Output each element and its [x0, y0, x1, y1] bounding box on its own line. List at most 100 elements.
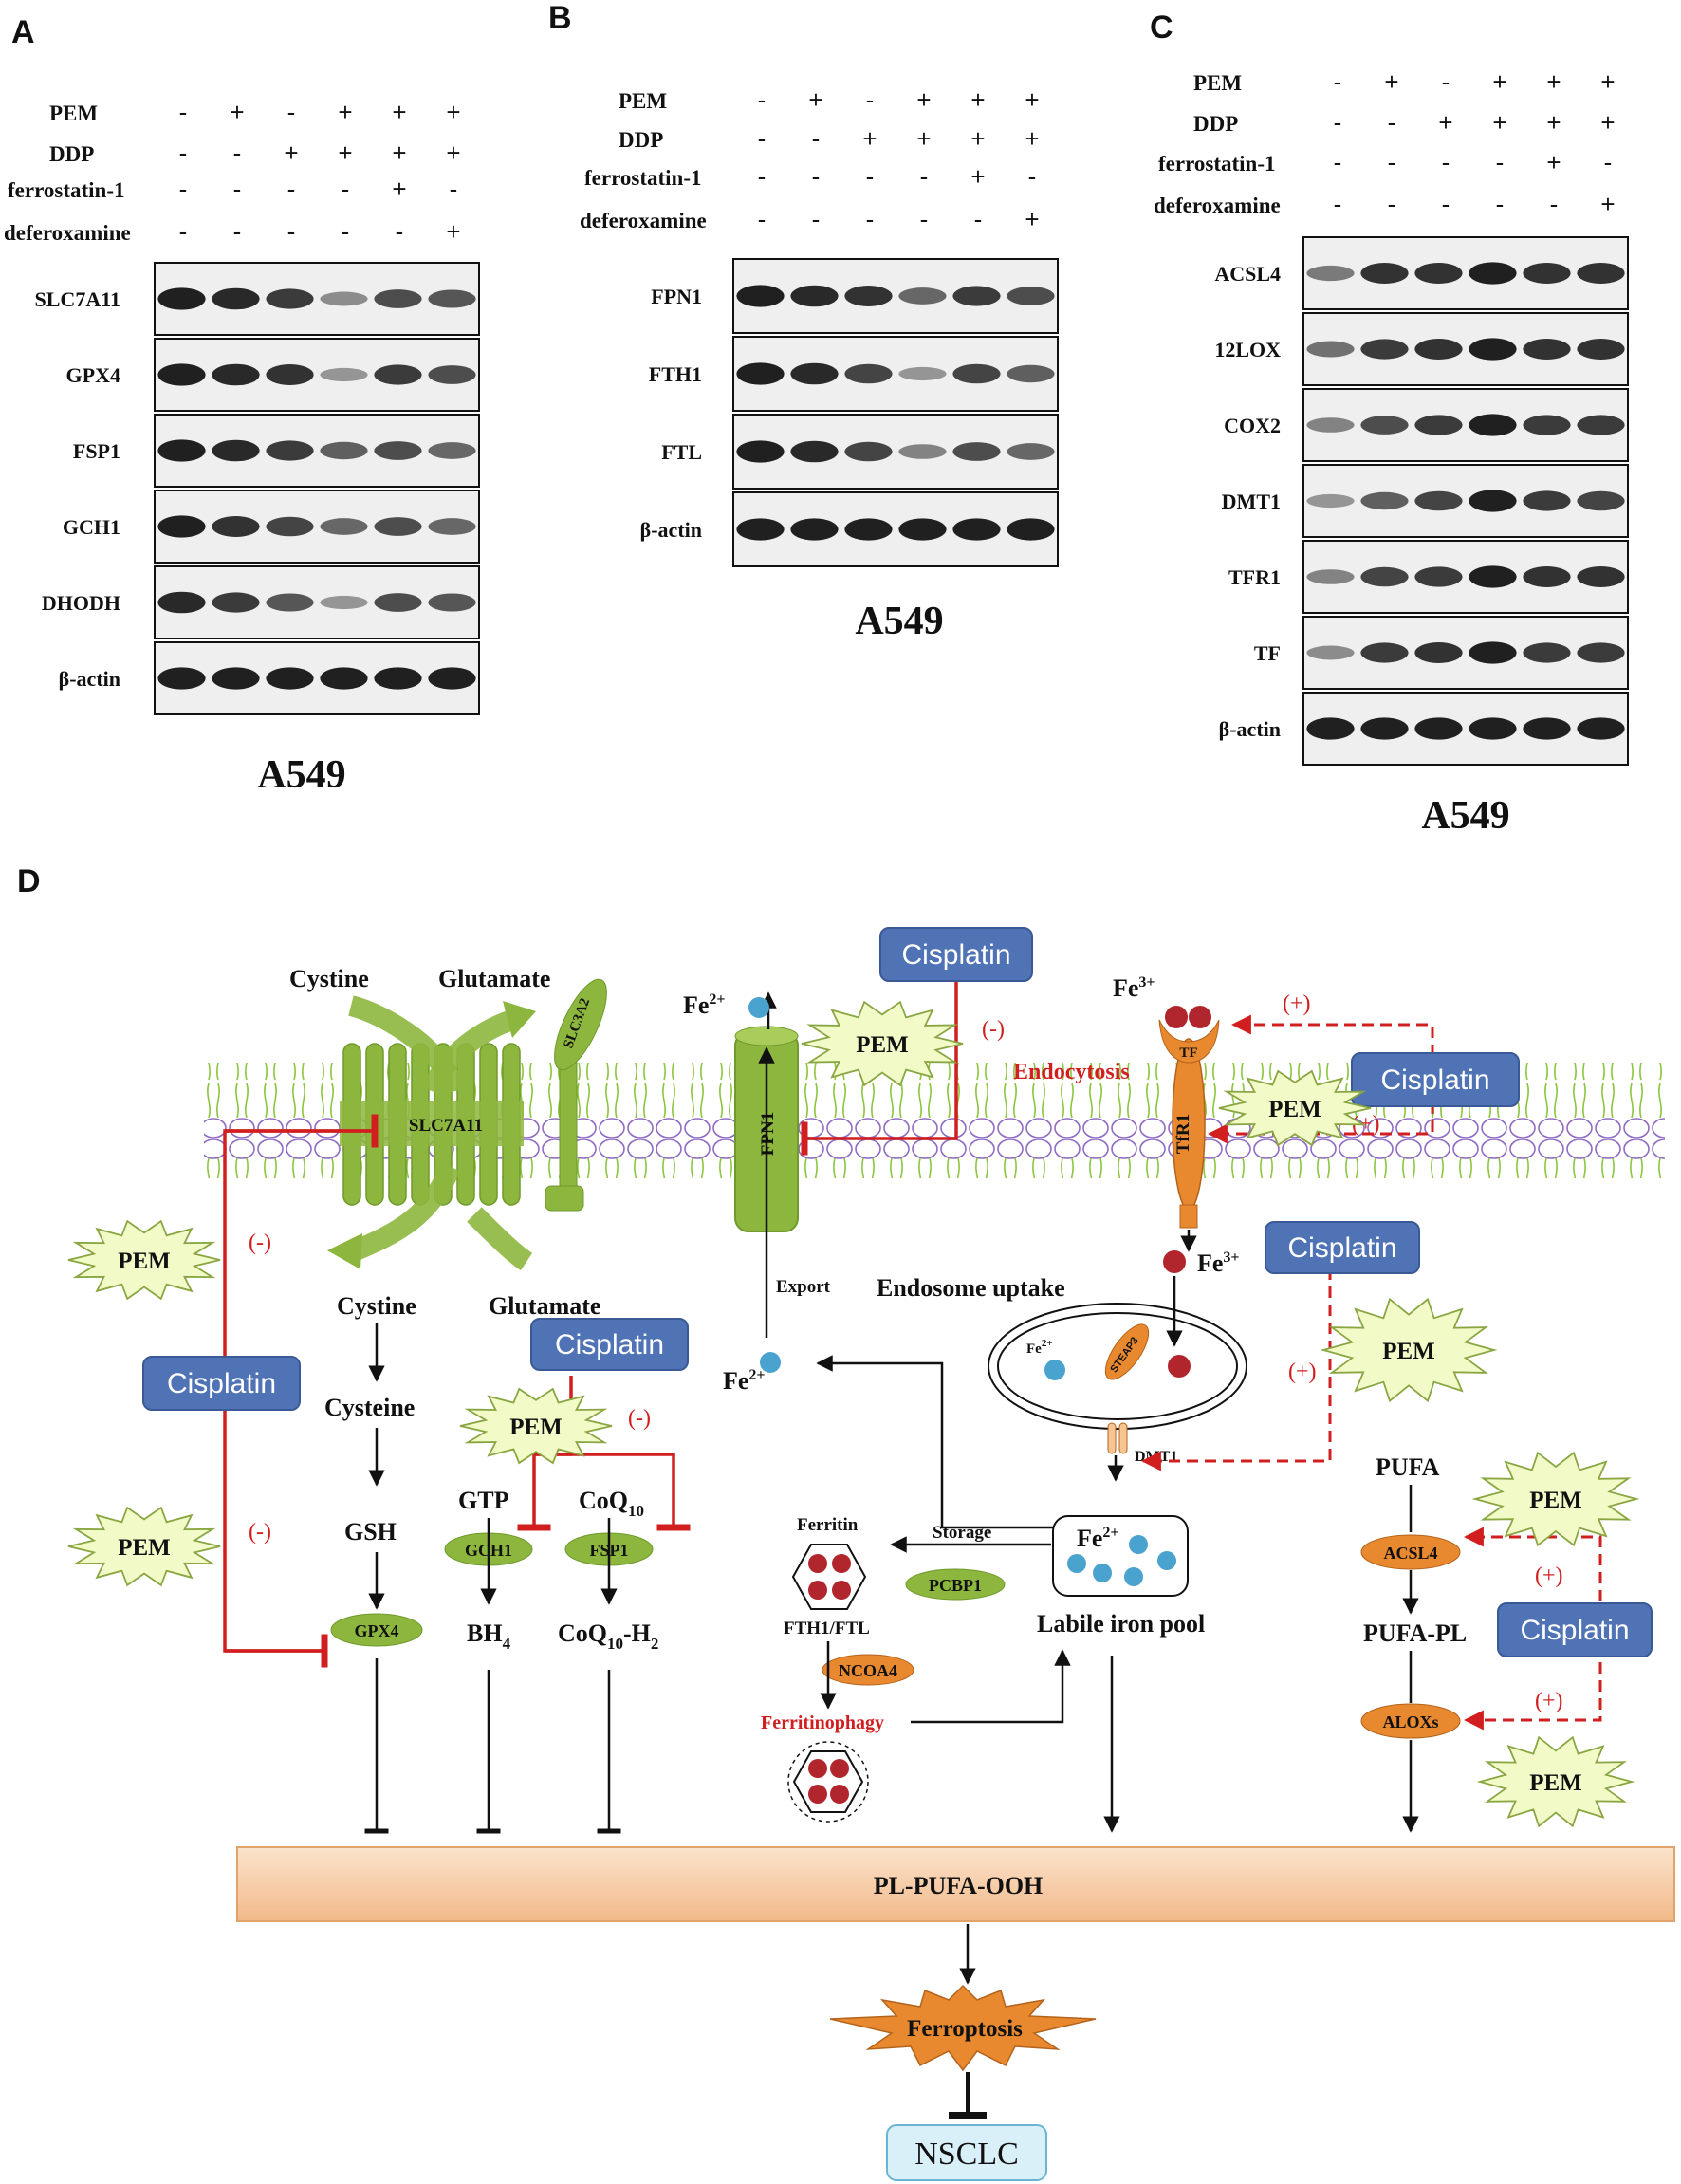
- blot-strip: [1302, 236, 1629, 310]
- treatment-sign: +: [338, 139, 352, 167]
- blot-band: [1469, 414, 1517, 436]
- pcbp1-protein: [905, 1568, 1006, 1601]
- treatment-sign: +: [1546, 67, 1561, 96]
- blot-strip: [1302, 388, 1629, 462]
- pem-label: PEM: [856, 1032, 909, 1058]
- ferritin-label: Ferritin: [797, 1515, 859, 1535]
- blot-band: [374, 667, 422, 690]
- blot-band: [1306, 417, 1355, 433]
- blot-band: [320, 441, 368, 460]
- bh4-label: BH4: [467, 1619, 511, 1653]
- blot-band: [1360, 566, 1409, 587]
- treatment-sign: -: [920, 205, 929, 233]
- blot-band: [266, 667, 314, 690]
- plus-label-aloxs: (+): [1535, 1689, 1563, 1713]
- treatment-sign: -: [287, 98, 296, 126]
- treatment-sign: +: [1546, 108, 1561, 137]
- blot-band: [157, 287, 206, 310]
- blot-strip: [732, 336, 1059, 412]
- cisplatin-box: [1265, 1221, 1420, 1274]
- blot-band: [374, 517, 422, 536]
- blot-band: [1469, 490, 1517, 512]
- blot-band: [1414, 490, 1463, 511]
- panel-a: APEM-+-+++DDP--++++ferrostatin-1----+-de…: [4, 14, 480, 797]
- blot-band: [320, 518, 368, 535]
- pufa-pl-label: PUFA-PL: [1363, 1619, 1467, 1647]
- blot-strip: [1302, 540, 1629, 614]
- treatment-sign: -: [920, 162, 929, 191]
- treatment-sign: -: [974, 205, 983, 233]
- blot-strip: [154, 565, 480, 639]
- endosome-uptake-label: Endosome uptake: [877, 1274, 1065, 1302]
- treatment-sign: -: [1388, 148, 1396, 176]
- blot-band: [374, 364, 422, 385]
- blot-band: [952, 442, 1001, 461]
- blot-label: 12LOX: [1214, 338, 1281, 361]
- fe2-ion-export: [760, 1352, 781, 1373]
- blot-band: [320, 291, 368, 306]
- pem-label: PEM: [1382, 1339, 1435, 1364]
- panel-letter-a: A: [11, 14, 35, 50]
- blot-band: [1577, 490, 1625, 511]
- export-label: Export: [776, 1277, 831, 1297]
- blot-band: [374, 289, 422, 308]
- blot-band: [736, 518, 785, 541]
- blot-band: [1523, 490, 1571, 511]
- gtp-label: GTP: [458, 1487, 509, 1514]
- blot-band: [844, 518, 893, 541]
- blot-band: [1414, 717, 1463, 740]
- treatment-label: PEM: [49, 102, 98, 125]
- blot-band: [790, 440, 839, 463]
- blot-band: [1577, 642, 1625, 663]
- slc7a11-transporter: SLC7A11 SLC3A2: [327, 978, 607, 1271]
- treatment-sign: +: [1025, 205, 1039, 233]
- treatment-sign: -: [233, 217, 242, 246]
- blot-band: [952, 286, 1001, 306]
- cell-line-label: A549: [1421, 794, 1509, 838]
- blot-band: [212, 363, 260, 386]
- blot-band: [736, 285, 785, 307]
- treatment-sign: +: [1492, 67, 1506, 96]
- blot-band: [1360, 717, 1409, 740]
- treatment-sign: -: [812, 205, 821, 233]
- acsl4-protein: [1360, 1534, 1461, 1570]
- blot-label: GCH1: [63, 515, 120, 539]
- cisplatin-acsl4-activation: [1463, 1527, 1602, 1601]
- treatment-sign: +: [338, 98, 352, 126]
- gpx4-label: GPX4: [355, 1621, 399, 1640]
- labile-iron-pool: Fe2+ Labile iron pool: [1037, 1515, 1205, 1638]
- treatment-sign: +: [392, 175, 406, 203]
- pem-label: PEM: [1529, 1488, 1582, 1513]
- glutamate-label: Glutamate: [489, 1292, 600, 1320]
- treatment-sign: -: [179, 98, 188, 126]
- treatment-label: deferoxamine: [1154, 194, 1281, 217]
- treatment-sign: +: [970, 85, 985, 114]
- pem-burst: [1476, 1735, 1635, 1828]
- cell-line-label: A549: [855, 600, 943, 643]
- blot-band: [1306, 569, 1355, 584]
- blot-band: [212, 516, 260, 537]
- treatment-sign: -: [342, 217, 350, 246]
- fe2-extracellular: Fe2+: [683, 991, 726, 1019]
- endocytosis-label: Endocytosis: [1013, 1060, 1130, 1084]
- blot-band: [1469, 262, 1517, 285]
- treatment-sign: -: [1334, 108, 1342, 137]
- blot-band: [1523, 339, 1571, 360]
- plus-label-tf: (+): [1283, 991, 1311, 1016]
- treatment-sign: -: [1442, 190, 1450, 218]
- ncoa4-protein: [822, 1654, 914, 1686]
- tfr1-receptor: TfR1 TF: [1158, 1006, 1220, 1229]
- drug-layer: CisplatinCisplatinCisplatinCisplatinCisp…: [67, 927, 1653, 1828]
- pcbp1-label: PCBP1: [929, 1576, 982, 1595]
- fe3-ion-b: [1189, 1006, 1211, 1028]
- treatment-sign: -: [812, 162, 821, 191]
- blot-strip: [1302, 464, 1629, 538]
- blot-band: [1577, 717, 1625, 740]
- pl-pufa-ooh-bar: [236, 1846, 1675, 1922]
- plus-label-dmt1: (+): [1288, 1360, 1317, 1384]
- pem-burst: [801, 1000, 964, 1087]
- blot-band: [266, 364, 314, 385]
- treatment-sign: -: [179, 217, 188, 246]
- blot-band: [1469, 565, 1517, 588]
- blot-band: [157, 515, 206, 538]
